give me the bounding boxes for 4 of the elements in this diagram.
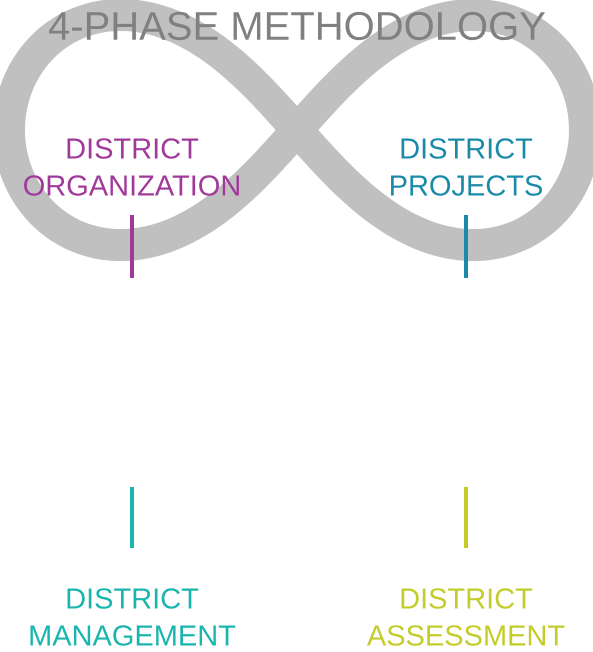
phase-label: DISTRICT PROJECTS	[391, 138, 542, 196]
phase-label: DISTRICT ASSESSMENT	[366, 588, 564, 646]
phase-label: DISTRICT MANAGEMENT	[30, 588, 236, 646]
phase-label: DISTRICT ORGANIZATION	[24, 138, 239, 196]
